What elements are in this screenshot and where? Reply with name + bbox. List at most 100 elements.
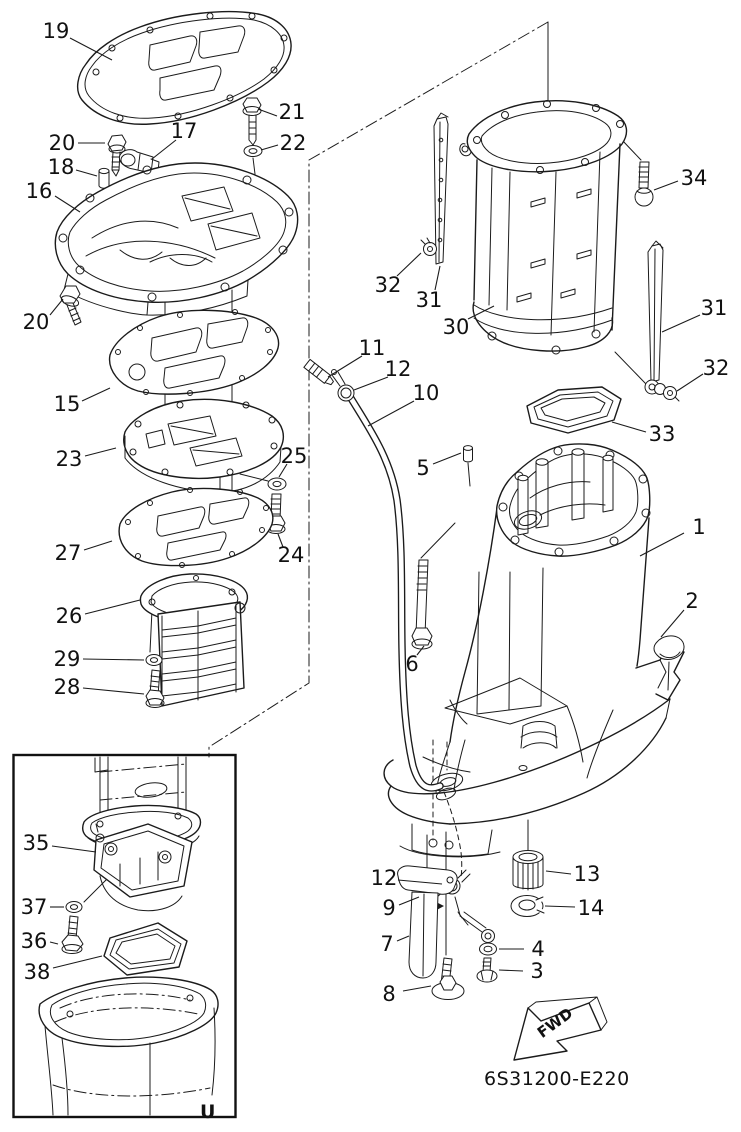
part-callout-28-29: 28	[54, 675, 81, 699]
part-callout-24-23: 24	[278, 543, 305, 567]
part-callout-31-9: 31	[416, 288, 443, 312]
part-callout-31-12: 31	[701, 296, 728, 320]
leader-line-2	[660, 609, 685, 638]
part-callout-11-14: 11	[359, 336, 386, 360]
part-callout-12-15: 12	[385, 357, 412, 381]
bolt-28-drawing	[145, 669, 165, 708]
washer-22-drawing	[243, 145, 263, 157]
part-callout-14-33: 14	[578, 896, 605, 920]
part-callout-25-21: 25	[281, 444, 308, 468]
fwd-arrow: FWD	[513, 996, 608, 1061]
bolt-8-drawing	[431, 957, 465, 1000]
part-callout-16-6: 16	[26, 179, 53, 203]
leader-line-17	[151, 139, 177, 160]
inset-letter: U	[200, 1101, 215, 1123]
bolt-20-top-drawing	[107, 134, 127, 177]
gasket-15-drawing	[108, 309, 280, 396]
leader-line-23	[84, 447, 117, 457]
part-callout-34-7: 34	[681, 166, 708, 190]
clip-32-left-drawing	[420, 237, 437, 256]
bolt-6-drawing	[411, 559, 433, 650]
leader-line-19	[69, 37, 113, 61]
part-callout-7-36: 7	[380, 932, 393, 956]
part-callout-33-17: 33	[649, 422, 676, 446]
clip-32-right-drawing	[663, 386, 680, 402]
washer-14-drawing	[510, 895, 547, 917]
part-callout-30-10: 30	[443, 315, 470, 339]
part-callout-37-35: 37	[21, 895, 48, 919]
leader-line-31	[661, 314, 701, 333]
bushing-13-drawing	[512, 850, 544, 891]
leader-line-25	[278, 463, 288, 478]
part-callout-3-40: 3	[530, 959, 543, 983]
part-callout-18-5: 18	[48, 155, 75, 179]
part-callout-27-24: 27	[55, 541, 82, 565]
part-callout-20-2: 20	[49, 131, 76, 155]
leader-line-11	[327, 355, 363, 378]
zone-boundary-lines	[208, 21, 549, 758]
nipple-11-drawing	[303, 358, 334, 386]
part-callout-12-32: 12	[371, 866, 398, 890]
leader-line-26	[84, 599, 141, 615]
gasket-27-drawing	[118, 487, 274, 568]
leader-line-1	[639, 532, 685, 557]
hose-10-drawing	[342, 386, 444, 792]
part-callout-2-25: 2	[685, 589, 698, 613]
part-callout-4-38: 4	[531, 937, 544, 961]
part-callout-35-30: 35	[23, 831, 50, 855]
exhaust-guide-16-drawing	[54, 162, 299, 329]
leader-line-35	[51, 845, 97, 853]
bolt-21-drawing	[242, 97, 262, 146]
leader-line-7	[396, 935, 410, 942]
part-callout-5-19: 5	[416, 456, 429, 480]
muffler-26-drawing	[139, 573, 249, 707]
leader-line-36	[49, 941, 59, 945]
leader-line-22	[260, 144, 279, 151]
leader-line-15	[81, 387, 111, 402]
part-callout-6-27: 6	[405, 652, 418, 676]
part-callout-36-37: 36	[21, 929, 48, 953]
water-tube-7-drawing	[397, 865, 458, 979]
pin-5-drawing	[463, 445, 473, 463]
part-callout-38-39: 38	[24, 960, 51, 984]
clamp-12-top-drawing	[331, 369, 355, 402]
part-callout-10-16: 10	[413, 381, 440, 405]
leader-line-6	[416, 645, 425, 656]
leader-line-8	[402, 985, 432, 992]
pin-18-drawing	[98, 167, 110, 189]
part-callout-17-3: 17	[171, 119, 198, 143]
leader-line-32	[396, 252, 422, 277]
plate-23-drawing	[123, 398, 284, 493]
leader-line-14	[544, 905, 576, 908]
part-callout-32-13: 32	[703, 356, 730, 380]
part-callout-23-20: 23	[56, 447, 83, 471]
gasket-19-drawing	[76, 10, 292, 125]
leader-line-16	[54, 195, 81, 213]
part-callout-19-0: 19	[43, 19, 70, 43]
inner-exhaust-30-drawing	[459, 100, 628, 355]
seal-31-right-drawing	[644, 240, 666, 395]
drawing-code: 6S31200-E220	[484, 1068, 630, 1090]
leader-line-12	[397, 879, 443, 885]
part-callout-29-28: 29	[54, 647, 81, 671]
part-callout-8-41: 8	[382, 982, 395, 1006]
washer-4-drawing	[479, 942, 497, 956]
lead-wire-drawing	[457, 911, 495, 943]
part-callout-13-31: 13	[574, 862, 601, 886]
part-callout-1-22: 1	[692, 515, 705, 539]
part-callout-26-26: 26	[56, 604, 83, 628]
leader-line-27	[83, 540, 113, 551]
screw-3-drawing	[476, 957, 498, 983]
leader-line-10	[367, 400, 415, 427]
gasket-33-drawing	[526, 386, 622, 434]
leader-line-20	[49, 298, 64, 316]
part-callout-15-18: 15	[54, 392, 81, 416]
leader-line-30	[467, 305, 495, 320]
leader-line-13	[545, 870, 572, 875]
washer-29-drawing	[145, 654, 163, 666]
leader-line-33	[611, 421, 647, 433]
inset-detail-box	[12, 753, 237, 1119]
